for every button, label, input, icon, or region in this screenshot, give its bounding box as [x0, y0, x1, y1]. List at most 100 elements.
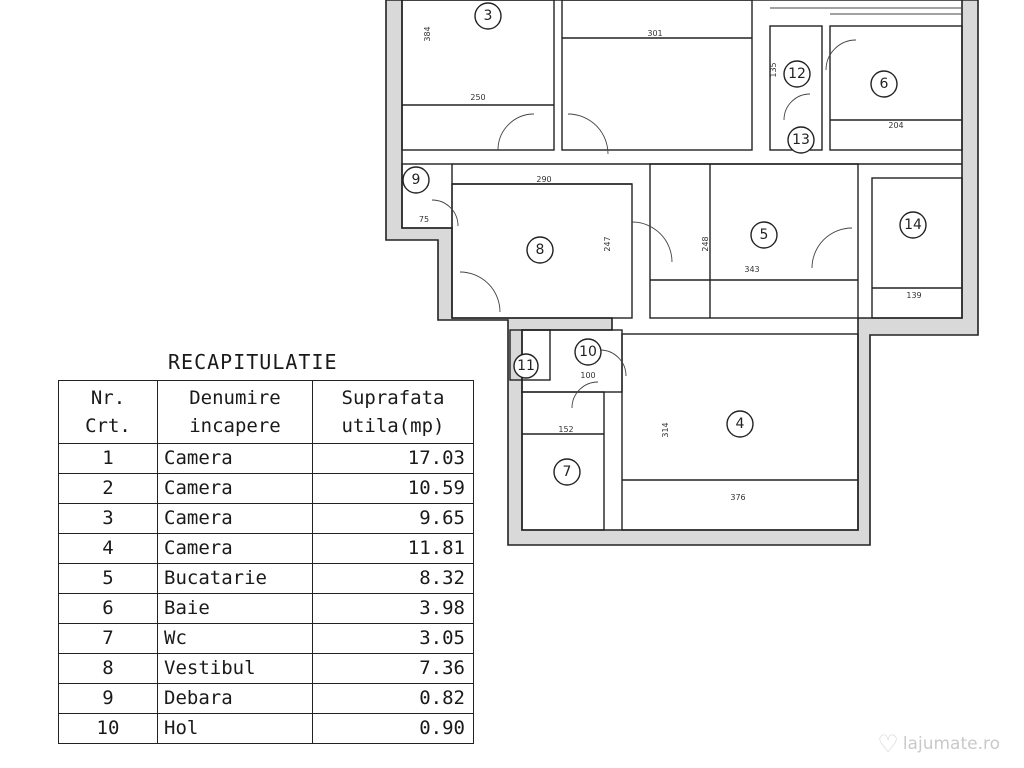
heart-icon: ♡: [877, 730, 899, 758]
door-arc-5: [459, 271, 501, 313]
room-label-3: 3: [474, 2, 502, 30]
table-row: 4 Camera 11.81: [58, 533, 474, 564]
row-nr: 4: [58, 533, 158, 564]
dim-290: 290: [536, 175, 551, 184]
dim-384: 384: [423, 26, 432, 41]
row-nr: 3: [58, 503, 158, 534]
svg-text:14: 14: [904, 217, 922, 233]
door-arc-10: [431, 199, 459, 227]
room-label-7: 7: [553, 458, 581, 486]
dim-343: 343: [744, 265, 759, 274]
room-label-9: 9: [402, 166, 430, 194]
dim-139: 139: [906, 291, 921, 300]
row-area: 7.36: [312, 653, 474, 684]
room-14-outline: [871, 177, 963, 319]
dim-152: 152: [558, 425, 573, 434]
dim-376: 376: [730, 493, 745, 502]
row-nr: 8: [58, 653, 158, 684]
svg-text:3: 3: [484, 8, 493, 24]
row-name: Camera: [157, 443, 313, 474]
svg-text:8: 8: [536, 242, 545, 258]
row-nr: 2: [58, 473, 158, 504]
room-5-outline: [649, 163, 859, 319]
row-name: Camera: [157, 473, 313, 504]
row-nr: 6: [58, 593, 158, 624]
room-label-11: 11: [513, 353, 539, 379]
table-row: 6 Baie 3.98: [58, 593, 474, 624]
dim-301: 301: [647, 29, 662, 38]
door-arc-8: [571, 381, 599, 409]
room-label-8: 8: [526, 236, 554, 264]
row-area: 10.59: [312, 473, 474, 504]
row-name: Baie: [157, 593, 313, 624]
room-8-outline: [451, 183, 633, 319]
room-label-6: 6: [870, 70, 898, 98]
row-name: Wc: [157, 623, 313, 654]
dim-250: 250: [470, 93, 485, 102]
dim-204: 204: [888, 121, 903, 130]
row-name: Camera: [157, 503, 313, 534]
row-name: Camera: [157, 533, 313, 564]
header-area: Suprafata utila(mp): [312, 380, 474, 444]
table-row: 10 Hol 0.90: [58, 713, 474, 744]
row-nr: 10: [58, 713, 158, 744]
door-arc-3: [631, 221, 673, 263]
door-arc-6: [825, 39, 857, 71]
table-row: 1 Camera 17.03: [58, 443, 474, 474]
door-arc-4: [811, 227, 853, 269]
svg-text:4: 4: [736, 416, 745, 432]
row-area: 8.32: [312, 563, 474, 594]
room-top-middle-outline: [561, 0, 753, 151]
svg-text:7: 7: [563, 464, 572, 480]
dim-247: 247: [603, 236, 612, 251]
row-area: 17.03: [312, 443, 474, 474]
row-nr: 7: [58, 623, 158, 654]
table-row: 9 Debara 0.82: [58, 683, 474, 714]
room-11-outline: [509, 329, 551, 381]
row-name: Bucatarie: [157, 563, 313, 594]
room-label-10: 10: [574, 338, 602, 366]
svg-text:5: 5: [760, 227, 769, 243]
table-row: 5 Bucatarie 8.32: [58, 563, 474, 594]
watermark: ♡ lajumate.ro: [877, 730, 1000, 758]
dim-75: 75: [419, 215, 429, 224]
room-label-4: 4: [726, 410, 754, 438]
svg-text:6: 6: [880, 76, 889, 92]
row-area: 3.98: [312, 593, 474, 624]
recap-table: Nr. Crt. Denumire incapere Suprafata uti…: [58, 380, 474, 744]
row-name: Debara: [157, 683, 313, 714]
row-name: Hol: [157, 713, 313, 744]
table-row: 8 Vestibul 7.36: [58, 653, 474, 684]
svg-text:10: 10: [579, 344, 597, 360]
dim-248: 248: [701, 236, 710, 251]
row-nr: 9: [58, 683, 158, 714]
row-area: 3.05: [312, 623, 474, 654]
room-label-13: 13: [787, 126, 815, 154]
dim-314: 314: [661, 422, 670, 437]
header-nr: Nr. Crt.: [58, 380, 158, 444]
svg-text:11: 11: [517, 358, 535, 374]
row-area: 11.81: [312, 533, 474, 564]
room-3-outline: [401, 0, 555, 151]
row-area: 0.82: [312, 683, 474, 714]
recap-header-row: Nr. Crt. Denumire incapere Suprafata uti…: [58, 380, 474, 444]
row-area: 0.90: [312, 713, 474, 744]
door-arc-7: [783, 93, 811, 121]
room-label-5: 5: [750, 221, 778, 249]
door-arc-2: [567, 113, 609, 155]
table-row: 7 Wc 3.05: [58, 623, 474, 654]
door-arc-9: [599, 349, 627, 377]
row-name: Vestibul: [157, 653, 313, 684]
watermark-text: lajumate.ro: [902, 734, 1000, 754]
room-6-outline: [829, 25, 963, 151]
svg-text:12: 12: [788, 66, 806, 82]
table-row: 2 Camera 10.59: [58, 473, 474, 504]
svg-text:9: 9: [412, 172, 421, 188]
room-label-14: 14: [899, 211, 927, 239]
recap-title: RECAPITULATIE: [168, 350, 338, 374]
svg-text:13: 13: [792, 132, 810, 148]
room-4-outline: [621, 333, 859, 531]
row-nr: 5: [58, 563, 158, 594]
table-row: 3 Camera 9.65: [58, 503, 474, 534]
room-label-12: 12: [783, 60, 811, 88]
